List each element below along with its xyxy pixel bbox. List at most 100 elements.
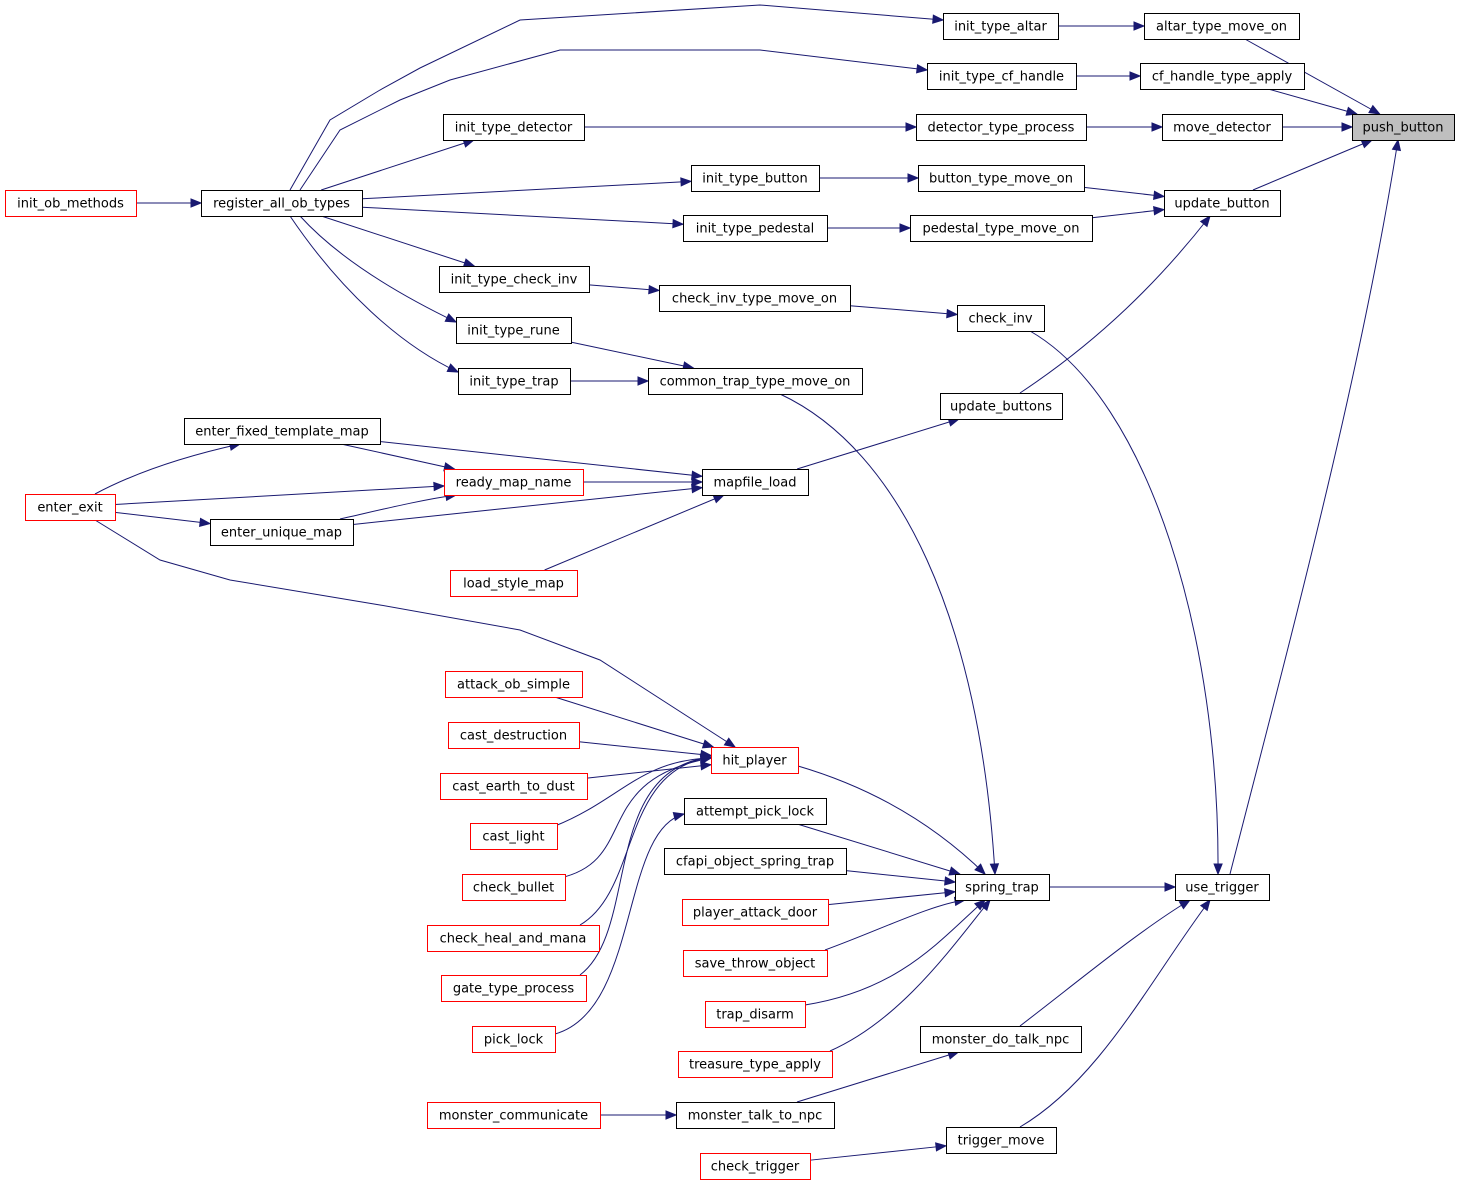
node-label: init_type_trap (469, 375, 558, 390)
node-init-ob-methods[interactable]: init_ob_methods (5, 190, 137, 217)
arrowhead (1133, 21, 1146, 31)
node-check-trigger[interactable]: check_trigger (700, 1153, 811, 1180)
node-label: trap_disarm (716, 1008, 794, 1023)
node-treasure-type-apply[interactable]: treasure_type_apply (678, 1051, 833, 1078)
arrowhead (199, 517, 212, 528)
node-load-style-map[interactable]: load_style_map (450, 570, 578, 597)
node-monster-talk-to-npc[interactable]: monster_talk_to_npc (676, 1102, 835, 1129)
node-label: cast_light (482, 830, 544, 845)
node-init-type-cf-handle[interactable]: init_type_cf_handle (927, 63, 1077, 90)
arrowhead (1199, 214, 1211, 228)
node-detector-type-process[interactable]: detector_type_process (916, 114, 1087, 141)
node-label: init_type_detector (455, 121, 573, 136)
node-box (448, 722, 580, 749)
node-init-type-button[interactable]: init_type_button (691, 165, 820, 192)
arrowhead (433, 481, 446, 492)
edge-attack_ob_simple-to-hit_player (554, 696, 715, 749)
node-trigger-move[interactable]: trigger_move (946, 1127, 1057, 1154)
node-gate-type-process[interactable]: gate_type_process (441, 975, 587, 1002)
arrowhead (899, 223, 912, 233)
node-box (1144, 13, 1300, 40)
node-player-attack-door[interactable]: player_attack_door (682, 899, 829, 926)
node-box (201, 190, 363, 217)
node-init-type-rune[interactable]: init_type_rune (456, 317, 572, 344)
node-box (444, 469, 584, 496)
arrowhead (700, 761, 713, 771)
node-trap-disarm[interactable]: trap_disarm (705, 1001, 806, 1028)
node-box (470, 823, 558, 850)
edge-mapfile_load-to-update_buttons (796, 417, 961, 470)
edge-enter_exit-to-hit_player (94, 519, 737, 748)
node-box (443, 114, 585, 141)
node-box (683, 215, 828, 242)
node-spring-trap[interactable]: spring_trap (955, 874, 1050, 901)
edge-update_button-to-push_button (1252, 139, 1374, 191)
node-update-buttons[interactable]: update_buttons (940, 393, 1063, 420)
node-push-button[interactable]: push_button (1352, 114, 1455, 141)
node-pedestal-type-move-on[interactable]: pedestal_type_move_on (910, 215, 1093, 242)
node-update-button[interactable]: update_button (1164, 190, 1281, 217)
node-box (664, 848, 847, 875)
node-label: cf_handle_type_apply (1152, 70, 1293, 85)
arrowhead (723, 737, 737, 748)
node-init-type-detector[interactable]: init_type_detector (443, 114, 585, 141)
node-box (678, 1051, 833, 1078)
node-label: check_trigger (711, 1160, 800, 1175)
edge-pedestal_type_move_on-to-update_button (1091, 206, 1166, 219)
node-box (920, 1026, 1082, 1053)
node-enter-exit[interactable]: enter_exit (25, 494, 116, 521)
node-cast-destruction[interactable]: cast_destruction (448, 722, 580, 749)
arrowhead (944, 888, 957, 898)
node-button-type-move-on[interactable]: button_type_move_on (918, 165, 1085, 192)
arrowhead (916, 64, 929, 74)
node-box (184, 418, 381, 445)
node-enter-unique-map[interactable]: enter_unique_map (210, 519, 354, 546)
node-move-detector[interactable]: move_detector (1162, 114, 1283, 141)
node-check-inv-type-move-on[interactable]: check_inv_type_move_on (659, 285, 851, 312)
node-check-heal-and-mana[interactable]: check_heal_and_mana (427, 925, 600, 952)
edge-trigger_move-to-use_trigger (1019, 898, 1211, 1128)
arrowhead (974, 863, 986, 875)
node-register-all-ob-types[interactable]: register_all_ob_types (201, 190, 363, 217)
node-cfapi-object-spring-trap[interactable]: cfapi_object_spring_trap (664, 848, 847, 875)
node-hit-player[interactable]: hit_player (711, 747, 799, 774)
node-init-type-check-inv[interactable]: init_type_check_inv (439, 266, 590, 293)
node-cast-earth-to-dust[interactable]: cast_earth_to_dust (440, 773, 588, 800)
node-pick-lock[interactable]: pick_lock (472, 1026, 556, 1053)
node-label: init_type_pedestal (696, 222, 815, 237)
node-save-throw-object[interactable]: save_throw_object (683, 950, 828, 977)
arrowhead (907, 173, 920, 183)
node-box (682, 899, 829, 926)
node-monster-do-talk-npc[interactable]: monster_do_talk_npc (920, 1026, 1082, 1053)
node-label: button_type_move_on (929, 172, 1073, 187)
edge-register_all_ob_types-to-init_type_button (361, 177, 693, 200)
node-attempt-pick-lock[interactable]: attempt_pick_lock (684, 798, 827, 825)
node-init-type-pedestal[interactable]: init_type_pedestal (683, 215, 828, 242)
node-init-type-trap[interactable]: init_type_trap (458, 368, 571, 395)
node-label: cast_earth_to_dust (452, 780, 575, 795)
edge-player_attack_door-to-spring_trap (827, 888, 957, 906)
node-check-bullet[interactable]: check_bullet (462, 874, 566, 901)
edge-use_trigger-to-push_button (1229, 138, 1402, 875)
node-attack-ob-simple[interactable]: attack_ob_simple (445, 671, 583, 698)
nodes-layer: push_button altar_type_move_on cf_handle_t… (5, 13, 1455, 1180)
node-cast-light[interactable]: cast_light (470, 823, 558, 850)
node-altar-type-move-on[interactable]: altar_type_move_on (1144, 13, 1300, 40)
node-init-type-altar[interactable]: init_type_altar (943, 13, 1059, 40)
node-label: ready_map_name (456, 476, 572, 491)
edge-register_all_ob_types-to-init_type_altar (289, 4, 945, 191)
node-common-trap-type-move-on[interactable]: common_trap_type_move_on (648, 368, 863, 395)
node-box (458, 368, 571, 395)
node-cf-handle-type-apply[interactable]: cf_handle_type_apply (1140, 63, 1305, 90)
arrowhead (444, 313, 458, 323)
node-label: enter_exit (37, 501, 102, 516)
node-check-inv[interactable]: check_inv (957, 305, 1045, 332)
node-box (711, 747, 799, 774)
node-ready-map-name[interactable]: ready_map_name (444, 469, 584, 496)
arrowhead (1341, 122, 1354, 132)
node-monster-communicate[interactable]: monster_communicate (427, 1102, 601, 1129)
node-mapfile-load[interactable]: mapfile_load (702, 469, 809, 496)
node-enter-fixed-template-map[interactable]: enter_fixed_template_map (184, 418, 381, 445)
node-use-trigger[interactable]: use_trigger (1175, 874, 1270, 901)
edge-pick_lock-to-attempt_pick_lock (554, 811, 686, 1035)
